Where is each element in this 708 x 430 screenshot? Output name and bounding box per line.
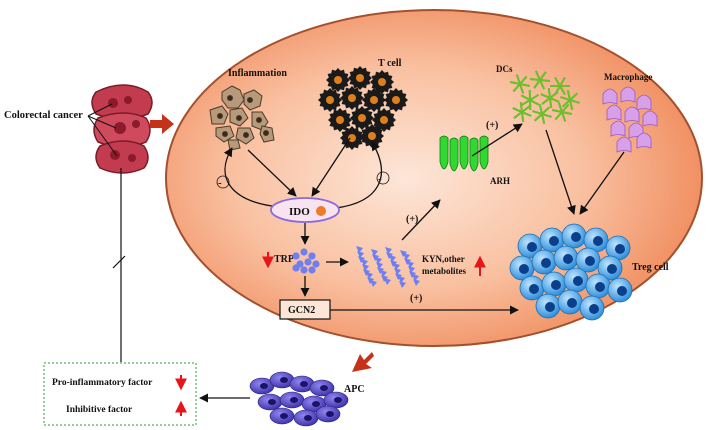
dc-dendrite [520, 93, 540, 107]
dc-dendrite [554, 103, 570, 121]
kyn-molecule [395, 273, 402, 280]
kyn-molecule [371, 249, 378, 256]
ido-label: IDO [289, 206, 310, 218]
colorectal-cancer-label: Colorectal cancer [4, 110, 83, 121]
kyn-molecule [357, 251, 364, 258]
macrophage-cells [602, 86, 658, 153]
kyn-molecule [358, 256, 365, 263]
dc-dendrite [512, 75, 528, 93]
macrophage-cell [628, 122, 644, 139]
minus-sign-left: - [218, 177, 222, 189]
kyn-molecules [356, 246, 420, 288]
plus-sign-gcn2: (+) [410, 293, 422, 304]
inflammation-label: Inflammation [228, 68, 287, 79]
kyn-molecule [367, 277, 374, 284]
kyn-label-line1: KYN,other [422, 254, 465, 264]
minus-circle-right [376, 171, 390, 185]
trp-molecule [312, 260, 320, 268]
arh-subunit [479, 135, 489, 170]
dcs-label: DCs [496, 64, 513, 74]
trp-molecule [300, 266, 308, 274]
minus-sign-right: - [378, 173, 382, 185]
trp-molecule [292, 264, 300, 272]
ido-dot [316, 206, 326, 216]
kyn-to-arh-arrow [401, 199, 441, 241]
kyn-molecule [386, 252, 393, 259]
block-arrow-organ [150, 114, 174, 134]
plus-sign-dcs: (+) [486, 120, 498, 131]
block-arrow-apc [352, 352, 374, 372]
dc-dendrite [541, 91, 559, 105]
macrophage-cell [616, 136, 632, 153]
trp-molecule [304, 258, 312, 266]
macrophage-cell [606, 104, 622, 121]
apc-label: APC [344, 384, 365, 395]
to-treg-arrows [545, 129, 625, 215]
macrophage-cell [624, 106, 640, 123]
t-cell-label: T cell [378, 58, 402, 69]
kyn-molecule [372, 254, 379, 261]
trp-molecule [308, 266, 316, 274]
kyn-molecule [363, 269, 370, 276]
macrophage-cell [636, 132, 652, 149]
ido-enzyme-node [270, 197, 340, 223]
dc-dendrite [561, 92, 579, 108]
trp-molecule [300, 248, 308, 256]
kyn-molecule [381, 275, 388, 282]
gcn2-label: GCN2 [288, 305, 315, 316]
inhibitive-factor-label: Inhibitive factor [66, 405, 133, 415]
kyn-molecule [356, 246, 363, 253]
kyn-molecule [376, 262, 383, 269]
kyn-molecule [394, 268, 401, 275]
colorectal-pointer-lines [87, 103, 118, 157]
kyn-molecule [362, 264, 369, 271]
arh-to-dcs-arrow [471, 123, 523, 157]
inflammation-cells [209, 85, 275, 151]
arh-subunit [439, 135, 449, 170]
kyn-molecule [404, 258, 411, 265]
kyn-molecule [409, 271, 416, 278]
dc-dendrite [533, 106, 551, 122]
treg-cells [509, 223, 633, 321]
kyn-molecule [390, 260, 397, 267]
treg-cell-label: Treg cell [632, 262, 669, 273]
macrophage-cell [636, 94, 652, 111]
apc-cells [249, 371, 349, 427]
arh-label: ARH [490, 176, 510, 186]
break-mark [112, 255, 126, 269]
macrophage-cell [602, 88, 618, 105]
macrophage-cell [620, 86, 636, 103]
plus-sign-arh: (+) [406, 214, 418, 225]
arh-subunit [449, 137, 459, 172]
trp-molecules [292, 248, 320, 274]
kyn-label-line2: metabolites [422, 266, 466, 276]
kyn-molecule [399, 281, 406, 288]
dendritic-cells [510, 70, 580, 124]
minus-circle-left [216, 175, 230, 189]
dc-dendrite [513, 105, 531, 119]
trp-label: TRP [274, 254, 294, 265]
factor-box [43, 362, 197, 426]
arh-subunit [459, 135, 469, 170]
macrophage-cell [610, 120, 626, 137]
kyn-molecule [400, 250, 407, 257]
kyn-molecule [377, 267, 384, 274]
kyn-molecule [413, 279, 420, 286]
macrophage-cell [642, 110, 658, 127]
trp-molecule [308, 252, 316, 260]
trp-molecule [292, 252, 300, 260]
colorectal-organ [91, 84, 153, 174]
dc-dendrite [533, 71, 547, 89]
induction-arrows [223, 137, 382, 209]
pro-inflammatory-factor-label: Pro-inflammatory factor [52, 378, 153, 388]
macrophage-label: Macrophage [604, 72, 652, 82]
kyn-molecule [385, 247, 392, 254]
kyn-molecule [408, 266, 415, 273]
